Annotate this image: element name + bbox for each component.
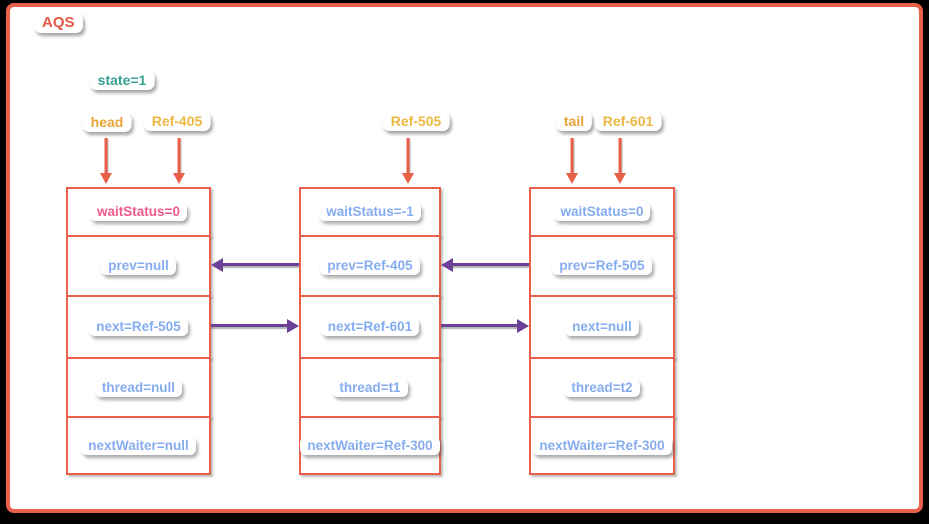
field-nextwaiter: nextWaiter=Ref-300	[529, 416, 675, 475]
field-value: nextWaiter=Ref-300	[532, 436, 672, 455]
node-head: waitStatus=0 prev=null next=Ref-505 thre…	[66, 187, 211, 475]
field-next: next=null	[529, 295, 675, 359]
ref-601-pointer-arrow	[614, 138, 626, 184]
field-value: prev=null	[101, 257, 176, 275]
field-value: waitStatus=-1	[319, 203, 421, 221]
ref-505-label: Ref-505	[382, 112, 450, 131]
node-middle: waitStatus=-1 prev=Ref-405 next=Ref-601 …	[299, 187, 441, 475]
field-nextwaiter: nextWaiter=Ref-300	[299, 416, 441, 475]
field-value: thread=t2	[564, 378, 640, 397]
field-value: thread=null	[94, 378, 183, 397]
field-prev: prev=Ref-505	[529, 235, 675, 297]
field-value: nextWaiter=Ref-300	[300, 436, 440, 455]
aqs-title: AQS	[34, 13, 83, 33]
field-waitstatus: waitStatus=0	[529, 187, 675, 237]
ref-405-label: Ref-405	[143, 112, 211, 131]
tail-label: tail	[555, 112, 593, 131]
field-value: prev=Ref-505	[552, 257, 652, 275]
field-thread: thread=null	[66, 357, 211, 418]
field-prev: prev=Ref-405	[299, 235, 441, 297]
field-value: next=Ref-601	[320, 318, 420, 336]
head-label: head	[82, 113, 132, 132]
aqs-container: AQS state=1 head Ref-405 Ref-505 tail Re…	[6, 3, 923, 513]
field-waitstatus: waitStatus=-1	[299, 187, 441, 237]
field-next: next=Ref-505	[66, 295, 211, 359]
prev-arrow-node3-to-node2	[441, 258, 529, 272]
field-prev: prev=null	[66, 235, 211, 297]
ref-505-pointer-arrow	[402, 138, 414, 184]
field-value: waitStatus=0	[90, 203, 187, 221]
field-value: prev=Ref-405	[320, 257, 420, 275]
prev-arrow-node2-to-node1	[211, 258, 299, 272]
next-arrow-node2-to-node3	[441, 319, 529, 333]
field-value: waitStatus=0	[553, 203, 651, 221]
tail-pointer-arrow	[566, 138, 578, 184]
field-value: thread=t1	[332, 378, 408, 397]
field-value: next=null	[565, 318, 639, 336]
node-tail: waitStatus=0 prev=Ref-505 next=null thre…	[529, 187, 675, 475]
head-pointer-arrow	[100, 138, 112, 184]
field-value: next=Ref-505	[89, 318, 188, 336]
field-next: next=Ref-601	[299, 295, 441, 359]
ref-405-pointer-arrow	[173, 138, 185, 184]
field-nextwaiter: nextWaiter=null	[66, 416, 211, 475]
field-thread: thread=t2	[529, 357, 675, 418]
ref-601-label: Ref-601	[594, 112, 662, 131]
field-waitstatus: waitStatus=0	[66, 187, 211, 237]
field-value: nextWaiter=null	[81, 436, 196, 455]
state-label: state=1	[89, 71, 155, 90]
field-thread: thread=t1	[299, 357, 441, 418]
next-arrow-node1-to-node2	[211, 319, 299, 333]
